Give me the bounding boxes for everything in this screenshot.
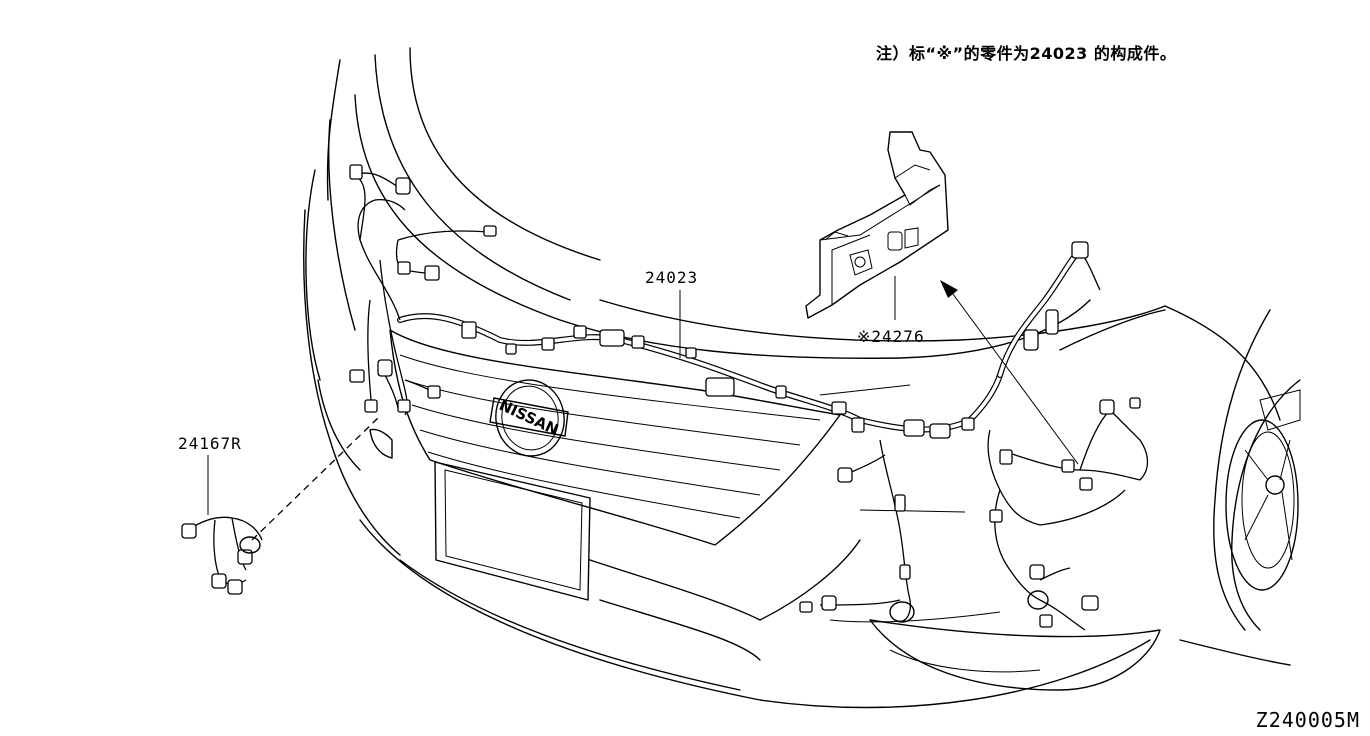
bracket-part (805, 131, 949, 319)
part-label-24167r: 24167R (178, 434, 242, 453)
sub-harness-24167r (181, 516, 263, 595)
part-label-24023: 24023 (645, 268, 699, 287)
car-front-body-outline (303, 47, 1301, 709)
main-harness-24023 (349, 164, 1149, 631)
diagram-code: Z240005M (1255, 708, 1360, 732)
note-text: 注）标“※”的零件为24023 的构成件。 (876, 44, 1177, 63)
part-label-24276: ※24276 (857, 327, 925, 346)
leader-lines (207, 276, 1079, 541)
